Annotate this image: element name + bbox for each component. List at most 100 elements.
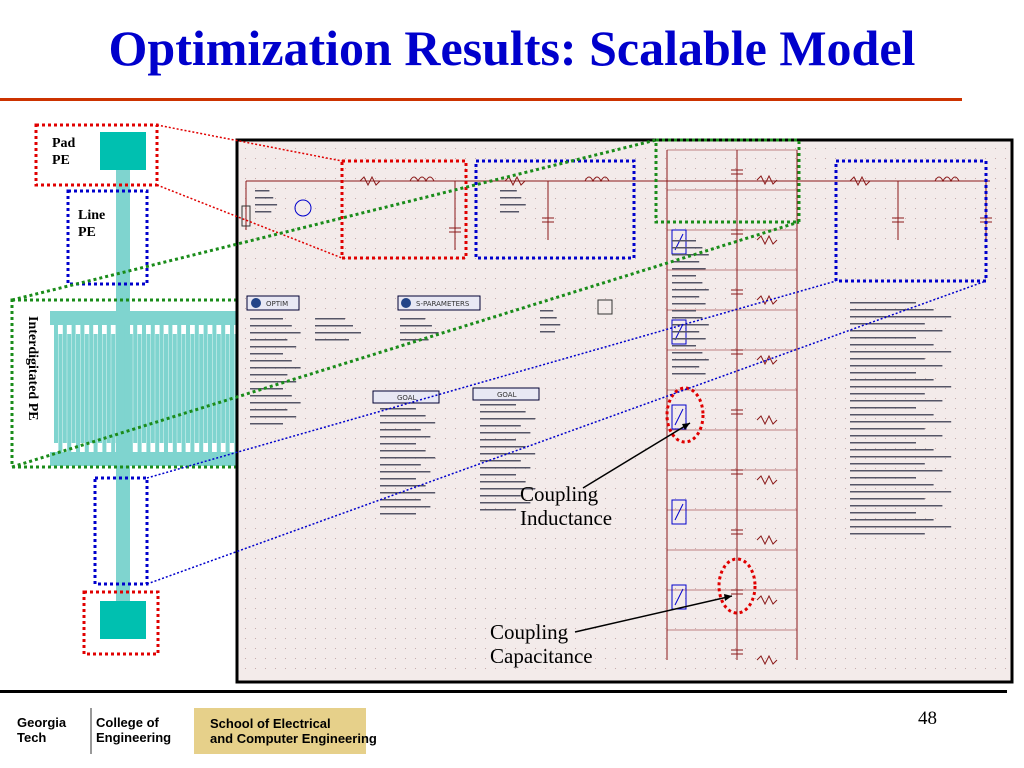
grid-dot: [385, 308, 386, 309]
grid-dot: [925, 388, 926, 389]
grid-dot: [755, 628, 756, 629]
grid-dot: [825, 148, 826, 149]
grid-dot: [805, 198, 806, 199]
idc-fingers-bottom: [58, 334, 239, 452]
grid-dot: [885, 348, 886, 349]
grid-dot: [375, 278, 376, 279]
grid-dot: [895, 578, 896, 579]
grid-dot: [605, 268, 606, 269]
grid-dot: [565, 308, 566, 309]
grid-dot: [275, 578, 276, 579]
grid-dot: [265, 538, 266, 539]
grid-dot: [1005, 538, 1006, 539]
grid-dot: [965, 298, 966, 299]
grid-dot: [685, 368, 686, 369]
grid-dot: [635, 308, 636, 309]
grid-dot: [815, 158, 816, 159]
grid-dot: [405, 628, 406, 629]
grid-dot: [1005, 658, 1006, 659]
grid-dot: [435, 238, 436, 239]
grid-dot: [955, 438, 956, 439]
annotation-line: [400, 332, 439, 334]
grid-dot: [885, 238, 886, 239]
grid-dot: [275, 188, 276, 189]
grid-dot: [915, 388, 916, 389]
grid-dot: [935, 458, 936, 459]
grid-dot: [785, 618, 786, 619]
grid-dot: [735, 398, 736, 399]
grid-dot: [535, 358, 536, 359]
grid-dot: [355, 568, 356, 569]
grid-dot: [745, 448, 746, 449]
grid-dot: [395, 488, 396, 489]
grid-dot: [595, 528, 596, 529]
grid-dot: [775, 248, 776, 249]
sparams-block[interactable]: S-PARAMETERS: [397, 295, 481, 311]
grid-dot: [355, 388, 356, 389]
annotation-line: [250, 381, 297, 383]
grid-dot: [595, 488, 596, 489]
grid-dot: [585, 328, 586, 329]
grid-dot: [935, 538, 936, 539]
grid-dot: [475, 588, 476, 589]
grid-dot: [525, 668, 526, 669]
grid-dot: [535, 578, 536, 579]
grid-dot: [715, 528, 716, 529]
grid-dot: [405, 528, 406, 529]
grid-dot: [665, 308, 666, 309]
grid-dot: [635, 438, 636, 439]
grid-dot: [845, 218, 846, 219]
grid-dot: [515, 588, 516, 589]
grid-dot: [655, 338, 656, 339]
grid-dot: [935, 298, 936, 299]
grid-dot: [675, 588, 676, 589]
grid-dot: [445, 458, 446, 459]
grid-dot: [725, 268, 726, 269]
grid-dot: [305, 158, 306, 159]
grid-dot: [975, 468, 976, 469]
grid-dot: [735, 438, 736, 439]
grid-dot: [665, 608, 666, 609]
annotation-line: [850, 456, 952, 458]
grid-dot: [915, 208, 916, 209]
grid-dot: [425, 598, 426, 599]
grid-dot: [545, 228, 546, 229]
grid-dot: [575, 488, 576, 489]
grid-dot: [465, 488, 466, 489]
schematic-annotations: [250, 190, 952, 535]
grid-dot: [395, 178, 396, 179]
grid-dot: [1005, 388, 1006, 389]
grid-dot: [915, 268, 916, 269]
grid-dot: [735, 628, 736, 629]
grid-dot: [285, 568, 286, 569]
grid-dot: [525, 578, 526, 579]
optim-block[interactable]: OPTIM: [246, 295, 300, 311]
grid-dot: [465, 378, 466, 379]
grid-dot: [485, 178, 486, 179]
grid-dot: [425, 558, 426, 559]
grid-dot: [595, 368, 596, 369]
grid-dot: [665, 288, 666, 289]
grid-dot: [845, 168, 846, 169]
resistor-symbol: [756, 414, 778, 426]
goal-block-1[interactable]: GOAL: [372, 390, 440, 404]
grid-dot: [325, 578, 326, 579]
goal-block-2[interactable]: GOAL: [472, 387, 540, 401]
grid-dot: [755, 278, 756, 279]
grid-dot: [545, 248, 546, 249]
grid-dot: [375, 178, 376, 179]
grid-dot: [275, 378, 276, 379]
grid-dot: [625, 668, 626, 669]
grid-dot: [1005, 318, 1006, 319]
grid-dot: [565, 358, 566, 359]
grid-dot: [675, 328, 676, 329]
grid-dot: [575, 508, 576, 509]
grid-dot: [575, 498, 576, 499]
grid-dot: [375, 478, 376, 479]
grid-dot: [915, 258, 916, 259]
grid-dot: [915, 298, 916, 299]
grid-dot: [405, 508, 406, 509]
grid-dot: [535, 518, 536, 519]
grid-dot: [975, 528, 976, 529]
grid-dot: [935, 168, 936, 169]
